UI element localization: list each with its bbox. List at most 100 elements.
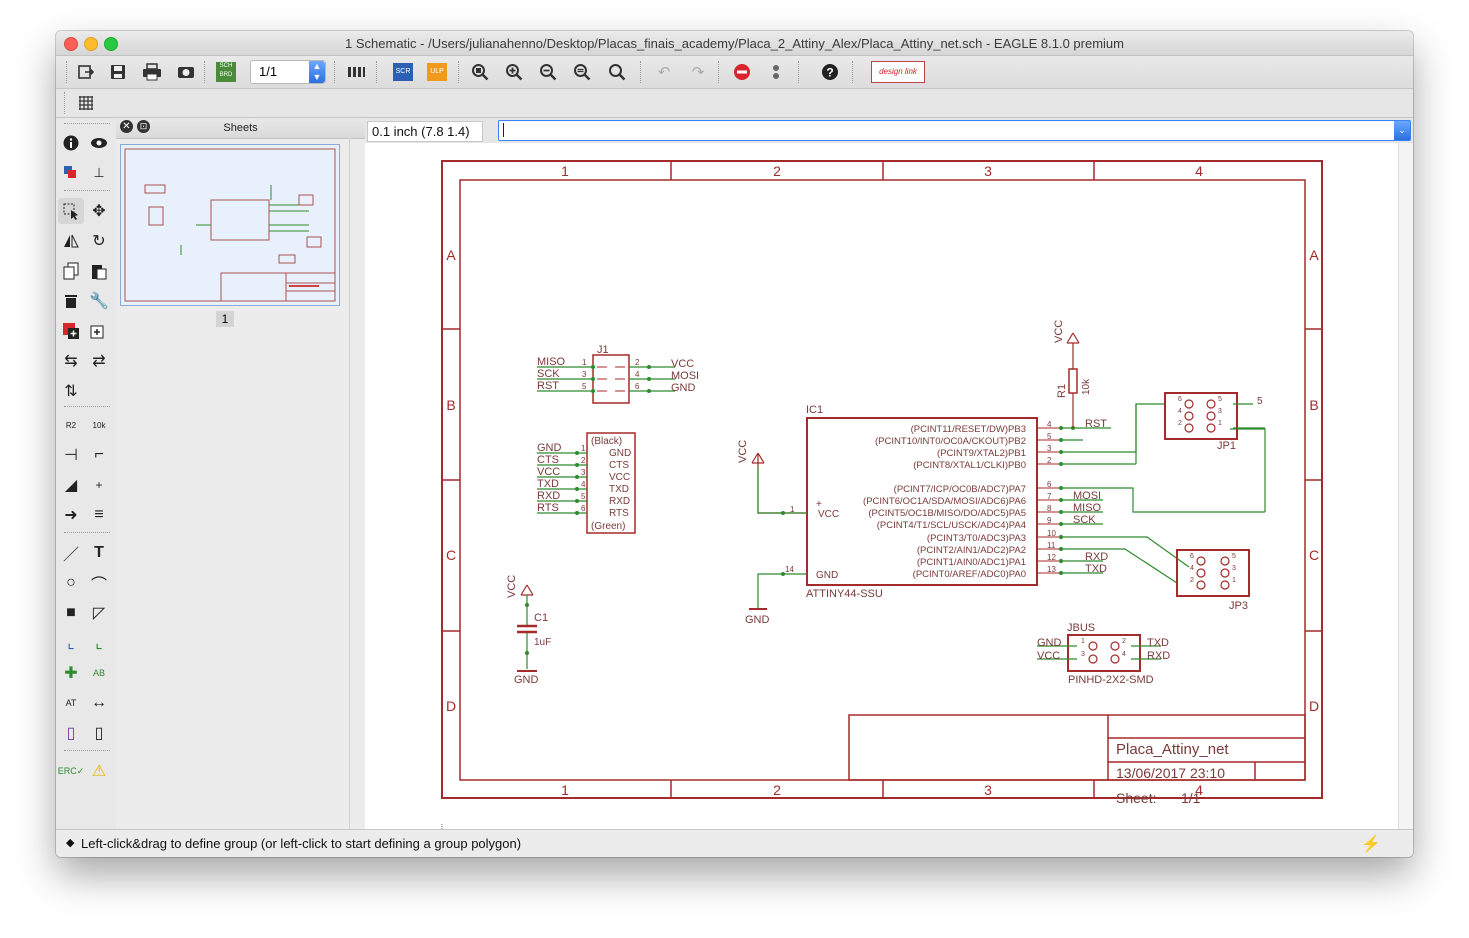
ic1-net-miso: MISO [1073, 502, 1102, 514]
sheet-select[interactable]: 1/1 ▲▼ [250, 60, 326, 84]
ic1-pin-pa7: (PCINT7/ICP/OC0B/ADC7)PA7 [894, 484, 1026, 495]
title-block-sheet-value: 1/1 [1181, 790, 1201, 806]
circle-icon[interactable]: ○ [66, 574, 76, 591]
mark-icon[interactable]: ⊥ [93, 165, 105, 180]
zoom-window-button[interactable] [104, 37, 118, 51]
run-script-button[interactable]: SCR [390, 60, 416, 84]
grid-icon[interactable] [74, 91, 98, 115]
script-bars-icon[interactable] [344, 60, 368, 84]
add-icon[interactable] [58, 318, 84, 344]
bus-icon[interactable]: ⌞ [67, 635, 75, 652]
mirror-icon[interactable] [58, 228, 84, 254]
smash-icon[interactable]: ◢ [64, 477, 78, 494]
open-icon[interactable] [74, 60, 98, 84]
close-panel-icon[interactable]: ✕ [120, 120, 133, 133]
minimize-window-button[interactable] [84, 37, 98, 51]
c1-capacitor[interactable]: VCC C1 1uF GND [506, 575, 551, 686]
jbus-header[interactable]: JBUS PINHD-2X2-SMD GND VCC 1 3 2 4 TXD R… [1037, 622, 1170, 686]
sheet-stepper-icon[interactable]: ▲▼ [309, 61, 325, 83]
arc-icon[interactable]: ⌒ [90, 577, 107, 594]
undo-icon[interactable]: ↶ [657, 64, 671, 81]
save-icon[interactable] [106, 60, 130, 84]
change-icon[interactable]: 🔧 [89, 293, 109, 310]
invoke-icon[interactable]: ⇅ [64, 383, 78, 400]
frame-row-left-b: B [446, 397, 455, 413]
gate-swap-icon[interactable]: ⇆ [64, 353, 78, 370]
vertical-scrollbar[interactable] [1398, 143, 1413, 829]
rotate-icon[interactable]: ↻ [92, 233, 106, 250]
display-icon[interactable] [58, 160, 84, 186]
miter-icon[interactable]: ⌐ [94, 446, 104, 463]
attribute-icon[interactable]: ➜ [64, 507, 78, 524]
lightning-icon[interactable]: ⚡ [1361, 836, 1381, 853]
float-panel-icon[interactable]: ⊡ [137, 120, 150, 133]
text-icon[interactable]: T [94, 544, 104, 561]
module-icon[interactable]: ▯ [94, 725, 104, 742]
redo-icon[interactable]: ↷ [691, 64, 705, 81]
info-icon[interactable] [58, 130, 84, 156]
ftdi-pin-4: 4 [581, 480, 586, 489]
zoom-redraw-icon[interactable] [570, 60, 594, 84]
help-icon[interactable]: ? [818, 60, 842, 84]
jp3-header[interactable]: 6 5 4 3 2 1 JP3 [1176, 549, 1250, 612]
sheet-thumbnail[interactable] [120, 144, 340, 306]
jp3-pin-2: 2 [1190, 577, 1194, 584]
run-ulp-button[interactable]: ULP [424, 60, 450, 84]
junction-icon[interactable]: ✚ [64, 665, 78, 682]
split-icon[interactable]: ⊣ [64, 447, 78, 464]
j1-right-label-2: MOSI [671, 370, 699, 382]
pin-swap-icon[interactable]: ⇄ [92, 353, 106, 370]
ic1-attiny44[interactable]: IC1 ATTINY44-SSU + VCC GND 1 14 VCC GND … [737, 403, 1266, 626]
erc-icon[interactable]: ERC✓ [57, 765, 85, 776]
sch-brd-switch-button[interactable]: SCH BRD [214, 60, 238, 84]
dimension-icon[interactable]: ↔ [91, 694, 107, 711]
copy-icon[interactable] [58, 258, 84, 284]
frame-icon[interactable]: ▯ [66, 725, 76, 742]
jp1-header[interactable]: 6 5 4 3 2 1 5 JP1 [1164, 392, 1265, 452]
frame-col-top-2: 2 [773, 163, 781, 179]
cam-icon[interactable] [174, 60, 198, 84]
ftdi-connector[interactable]: (Black) (Green) GND CTS VCC TXD RXD RTS … [537, 432, 636, 534]
sheet-number[interactable]: 1 [216, 311, 234, 327]
r1-vcc-supply: VCC [1053, 320, 1065, 343]
sheets-panel: ✕ ⊡ Sheets 1 [116, 118, 366, 829]
command-history-dropdown-icon[interactable]: ⌄ [1394, 121, 1410, 140]
net-icon[interactable]: ⌞ [95, 635, 103, 652]
close-window-button[interactable] [64, 37, 78, 51]
zoom-fit-icon[interactable] [468, 60, 492, 84]
print-icon[interactable] [140, 60, 164, 84]
ftdi-pin-2: 2 [581, 456, 586, 465]
stop-icon[interactable] [730, 60, 754, 84]
zoom-select-icon[interactable] [606, 60, 630, 84]
j1-connector[interactable]: J1 MISO SCK RST 1 3 5 2 4 6 VCC MOSI GND [537, 344, 699, 404]
jbus-left-label-gnd: GND [1037, 637, 1062, 649]
errors-icon[interactable]: ⚠ [91, 763, 107, 780]
show-icon[interactable] [86, 130, 112, 156]
value-icon[interactable]: 10k [92, 420, 106, 430]
name-icon[interactable]: R2 [65, 420, 77, 430]
move-icon[interactable]: ✥ [92, 203, 106, 220]
delete-icon[interactable] [58, 288, 84, 314]
jbus-part: PINHD-2X2-SMD [1068, 674, 1154, 686]
ftdi-pin-name-txd: TXD [609, 484, 629, 495]
command-input[interactable]: ⌄ [498, 120, 1411, 141]
design-link-button[interactable]: design link [870, 60, 926, 84]
paste-icon[interactable] [86, 258, 112, 284]
label-icon[interactable]: AB [92, 668, 105, 678]
zoom-in-icon[interactable] [502, 60, 526, 84]
ic1-pin-pa6: (PCINT6/OC1A/SDA/MOSI/ADC6)PA6 [863, 496, 1026, 507]
coordinate-display: 0.1 inch (7.8 1.4) [367, 121, 483, 142]
zoom-out-icon[interactable] [536, 60, 560, 84]
go-icon[interactable] [764, 60, 788, 84]
line-icon[interactable]: ／ [62, 547, 79, 564]
r1-resistor[interactable]: VCC R1 10k [1053, 320, 1092, 428]
rect-icon[interactable]: ■ [66, 604, 76, 621]
optimize-icon[interactable]: + [95, 478, 103, 492]
align-icon[interactable]: ≡ [94, 506, 104, 523]
replace-icon[interactable] [86, 318, 112, 344]
frame-row-right-b: B [1309, 397, 1318, 413]
attr-tag-icon[interactable]: AT [65, 698, 77, 708]
schematic-canvas[interactable]: 1 2 3 4 1 2 3 4 A B C D A B C D Placa_At… [365, 143, 1413, 838]
group-icon[interactable] [58, 198, 84, 224]
polygon-icon[interactable]: ◸ [92, 605, 106, 622]
